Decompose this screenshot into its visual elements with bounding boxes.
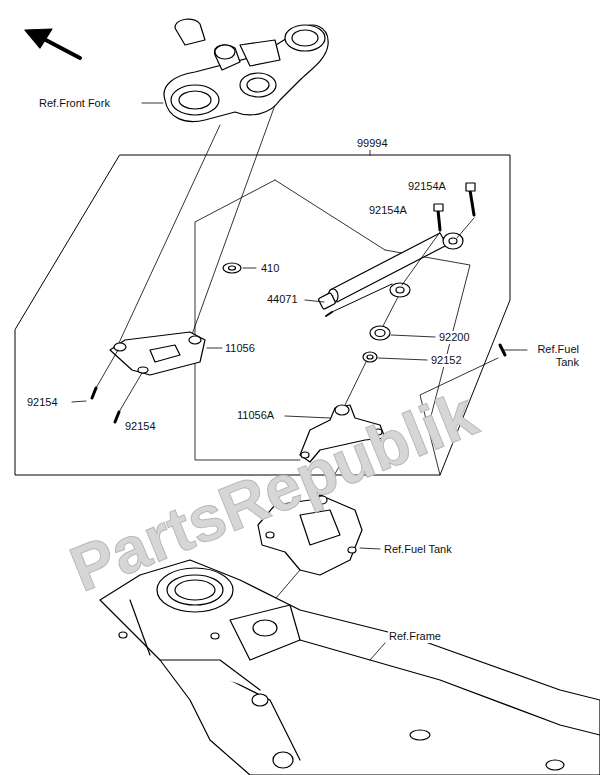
reference-label: Ref.Fuel Tank [530,343,580,369]
frame [100,560,600,775]
callout-number: 92152 [430,354,463,367]
callout-number: 92154A [407,180,447,193]
direction-arrow-head [25,29,52,48]
callout-number: 99994 [356,137,389,150]
callout-number: 92154A [368,204,408,217]
callout-number: 92154 [124,420,157,433]
callout-number: 11056 [224,342,256,355]
triple-clamp [164,19,328,122]
callout-number: 410 [260,262,280,275]
direction-arrow [42,38,80,58]
reference-label: Ref.Front Fork [38,97,111,110]
bracket [110,332,205,375]
callout-number: 11056A [236,409,275,422]
reference-label: Ref.Frame [388,630,442,643]
steering-damper [318,233,463,316]
callout-number: 44071 [266,293,299,306]
callout-number: 92200 [438,331,471,344]
callout-number: 92154 [26,396,59,409]
reference-label: Ref.Fuel Tank [383,543,453,556]
